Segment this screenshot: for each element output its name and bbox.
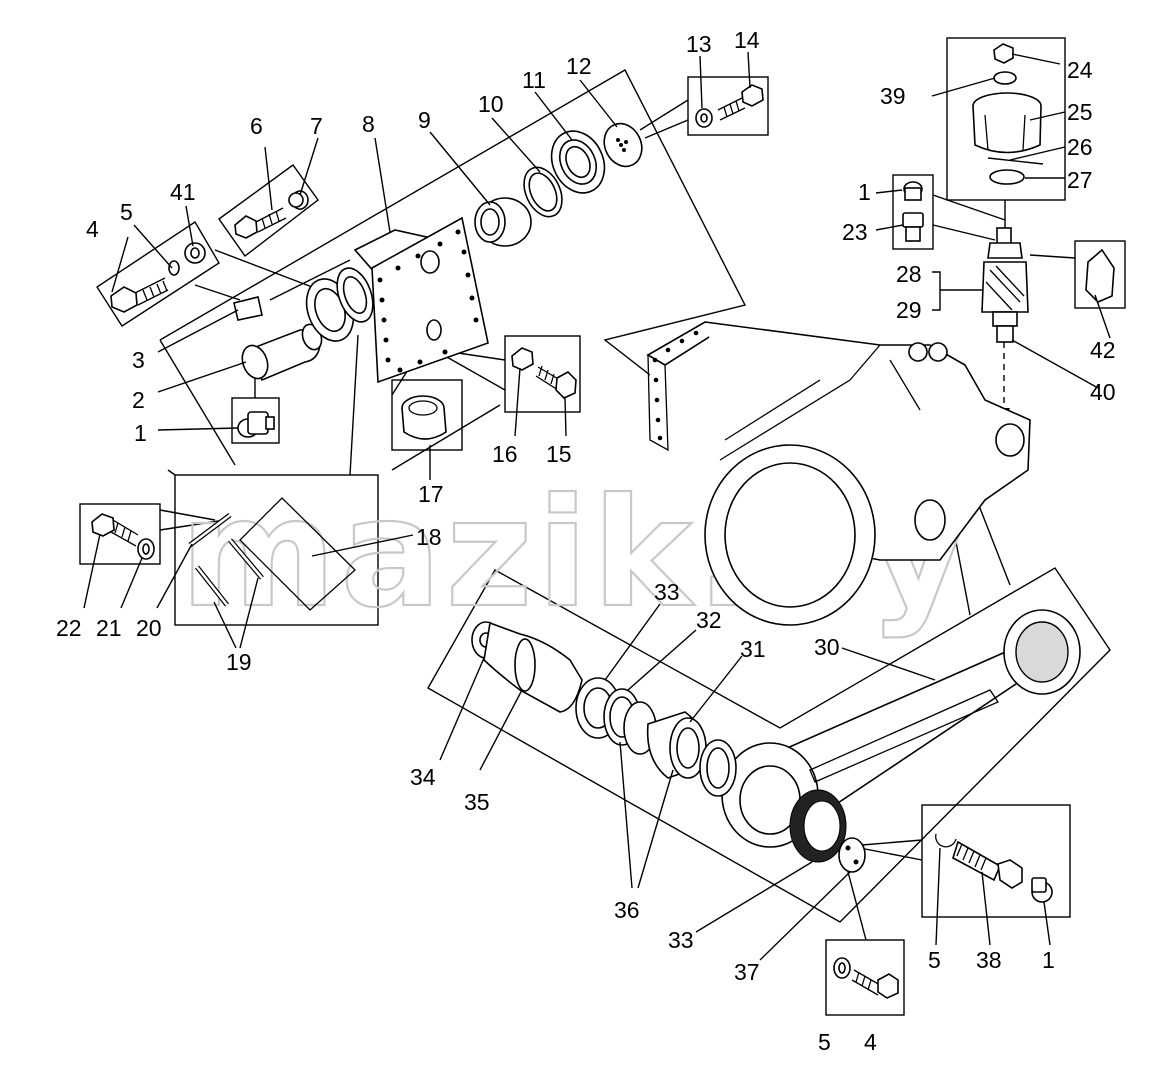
part-4-bolt-lower bbox=[833, 957, 899, 999]
part-38-bolt bbox=[935, 833, 1053, 903]
part-9-bearing bbox=[474, 197, 532, 247]
label-42: 42 bbox=[1090, 337, 1116, 363]
label-33-lower: 33 bbox=[668, 927, 694, 953]
label-1-left: 1 bbox=[134, 420, 147, 446]
label-24: 24 bbox=[1067, 57, 1093, 83]
part-8-cover-plate bbox=[353, 216, 489, 384]
label-29: 29 bbox=[896, 297, 922, 323]
leader-lines bbox=[83, 51, 1111, 961]
label-8: 8 bbox=[362, 111, 375, 137]
label-14: 14 bbox=[734, 27, 760, 53]
label-2: 2 bbox=[132, 387, 145, 413]
part-32-rings bbox=[575, 677, 657, 755]
label-7: 7 bbox=[310, 113, 323, 139]
label-36: 36 bbox=[614, 897, 640, 923]
part-25-sleeve bbox=[972, 92, 1042, 154]
label-4-lower: 4 bbox=[864, 1029, 877, 1055]
label-21: 21 bbox=[96, 615, 122, 641]
part-flange-rings bbox=[305, 267, 374, 342]
part-39-washer bbox=[993, 71, 1017, 85]
label-11: 11 bbox=[522, 67, 546, 93]
label-17: 17 bbox=[418, 481, 444, 507]
label-19: 19 bbox=[226, 649, 252, 675]
part-24-nut bbox=[993, 43, 1014, 64]
label-38: 38 bbox=[976, 947, 1002, 973]
label-1-right: 1 bbox=[858, 179, 871, 205]
group-frames bbox=[79, 37, 1126, 1016]
label-32: 32 bbox=[696, 607, 722, 633]
part-10-ring bbox=[523, 166, 563, 218]
part-6-bolt bbox=[234, 190, 309, 239]
label-30: 30 bbox=[814, 634, 840, 660]
label-10: 10 bbox=[478, 91, 504, 117]
part-14-bolt bbox=[695, 84, 764, 128]
label-5-upper: 5 bbox=[120, 199, 133, 225]
label-20: 20 bbox=[136, 615, 162, 641]
part-1-fitting-left bbox=[237, 411, 275, 438]
label-39: 39 bbox=[880, 83, 906, 109]
connector-lines bbox=[159, 99, 1076, 941]
part-3-plate bbox=[233, 296, 263, 321]
label-18: 18 bbox=[416, 524, 442, 550]
part-33-seal-lower bbox=[789, 789, 847, 863]
label-23: 23 bbox=[842, 219, 868, 245]
part-19-pins bbox=[188, 497, 356, 611]
part-26-strip bbox=[987, 157, 1044, 165]
label-13: 13 bbox=[686, 31, 712, 57]
axle-housing bbox=[646, 321, 1031, 626]
label-37: 37 bbox=[734, 959, 760, 985]
label-4-upper: 4 bbox=[86, 216, 99, 242]
label-5-right: 5 bbox=[928, 947, 941, 973]
part-drawings bbox=[91, 43, 1115, 999]
part-4-bolt-upper bbox=[110, 242, 206, 313]
label-41: 41 bbox=[170, 179, 196, 205]
label-9: 9 bbox=[418, 107, 431, 133]
label-3: 3 bbox=[132, 347, 145, 373]
part-11-flange bbox=[550, 130, 606, 194]
part-37-plate bbox=[838, 837, 866, 873]
part-28-filter bbox=[981, 227, 1029, 343]
label-26: 26 bbox=[1067, 134, 1093, 160]
label-12: 12 bbox=[566, 53, 592, 79]
label-40: 40 bbox=[1090, 379, 1116, 405]
part-2-shaft bbox=[241, 323, 323, 382]
label-35: 35 bbox=[464, 789, 490, 815]
part-30-arm bbox=[721, 609, 1081, 848]
label-16: 16 bbox=[492, 441, 518, 467]
label-22: 22 bbox=[56, 615, 82, 641]
part-35-shaft bbox=[483, 621, 583, 713]
part-27-washer bbox=[989, 169, 1025, 185]
label-33-upper: 33 bbox=[654, 579, 680, 605]
part-12-cap bbox=[603, 122, 643, 168]
part-18-plate bbox=[239, 497, 356, 611]
part-31-bearing bbox=[646, 711, 737, 797]
part-15-bolt bbox=[511, 347, 577, 399]
part-42-bracket bbox=[1085, 248, 1115, 303]
label-5-lower: 5 bbox=[818, 1029, 831, 1055]
label-34: 34 bbox=[410, 764, 436, 790]
label-28: 28 bbox=[896, 261, 922, 287]
part-22-bolt bbox=[91, 513, 155, 560]
label-6: 6 bbox=[250, 113, 263, 139]
label-1-lower: 1 bbox=[1042, 947, 1055, 973]
label-25: 25 bbox=[1067, 99, 1093, 125]
part-17-bushing bbox=[401, 395, 447, 440]
label-31: 31 bbox=[740, 636, 766, 662]
part-23-fitting bbox=[902, 181, 924, 242]
callout-labels: 4 5 41 6 7 8 9 10 11 12 13 14 24 39 25 2… bbox=[56, 27, 1116, 1055]
label-27: 27 bbox=[1067, 167, 1093, 193]
label-15: 15 bbox=[546, 441, 572, 467]
